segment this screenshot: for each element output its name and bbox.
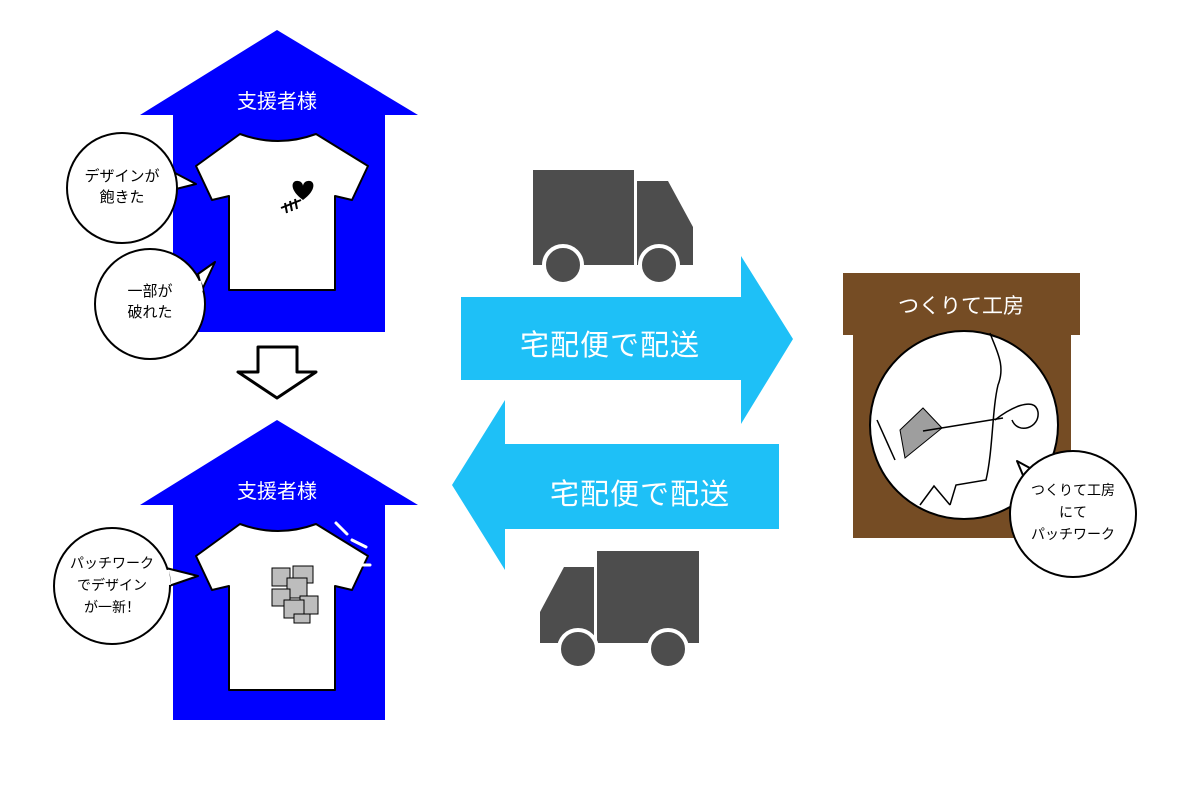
bubble-line: パッチワーク bbox=[70, 556, 154, 572]
top-tshirt-icon bbox=[195, 133, 369, 291]
tear-stitch-icon bbox=[280, 198, 302, 214]
patchwork-patches bbox=[271, 565, 319, 624]
bubble-line: 飽きた bbox=[99, 188, 145, 206]
bubble-line: 破れた bbox=[127, 303, 173, 321]
bottom-house-label: 支援者様 bbox=[237, 479, 317, 503]
top-house bbox=[140, 30, 418, 332]
speech-bubble-partly-torn bbox=[94, 248, 216, 360]
bubble-workshop-text: つくりて工房 にて パッチワーク bbox=[1015, 480, 1131, 546]
needle-icon bbox=[922, 403, 1039, 432]
top-house-label: 支援者様 bbox=[237, 89, 317, 113]
bottom-house bbox=[140, 420, 418, 720]
bubble-design-bored-text: デザインが 飽きた bbox=[72, 166, 172, 208]
bubble-line: にて bbox=[1059, 505, 1087, 521]
bottom-tshirt-icon bbox=[195, 523, 369, 691]
bubble-line: 一部が bbox=[127, 282, 173, 300]
bubble-line: つくりて工房 bbox=[1031, 483, 1115, 499]
bubble-patchwork-renewed-text: パッチワーク でデザイン が一新！ bbox=[57, 553, 167, 619]
workshop-title: つくりて工房 bbox=[898, 294, 1024, 318]
workshop-building bbox=[843, 273, 1080, 538]
left-arrow-label: 宅配便で配送 bbox=[549, 477, 730, 511]
sewing-scene bbox=[876, 332, 1002, 506]
right-arrow-shape bbox=[461, 256, 793, 424]
heart-icon bbox=[292, 180, 314, 200]
bubble-line: でデザイン bbox=[77, 578, 147, 594]
speech-bubble-design-bored bbox=[66, 132, 197, 244]
speech-bubble-patchwork-renewed bbox=[53, 527, 199, 645]
right-arrow-label: 宅配便で配送 bbox=[519, 328, 700, 362]
bubble-partly-torn-text: 一部が 破れた bbox=[100, 281, 200, 323]
speech-bubble-workshop bbox=[1009, 450, 1137, 578]
bubble-line: デザインが bbox=[84, 167, 160, 185]
bottom-truck-icon bbox=[540, 551, 699, 670]
top-truck-icon bbox=[533, 170, 693, 286]
bubble-line: パッチワーク bbox=[1031, 527, 1115, 543]
sparkle-icon bbox=[334, 521, 372, 567]
bubble-line: が一新！ bbox=[84, 600, 140, 616]
down-arrow-icon bbox=[236, 345, 318, 400]
left-arrow-shape bbox=[452, 400, 779, 570]
